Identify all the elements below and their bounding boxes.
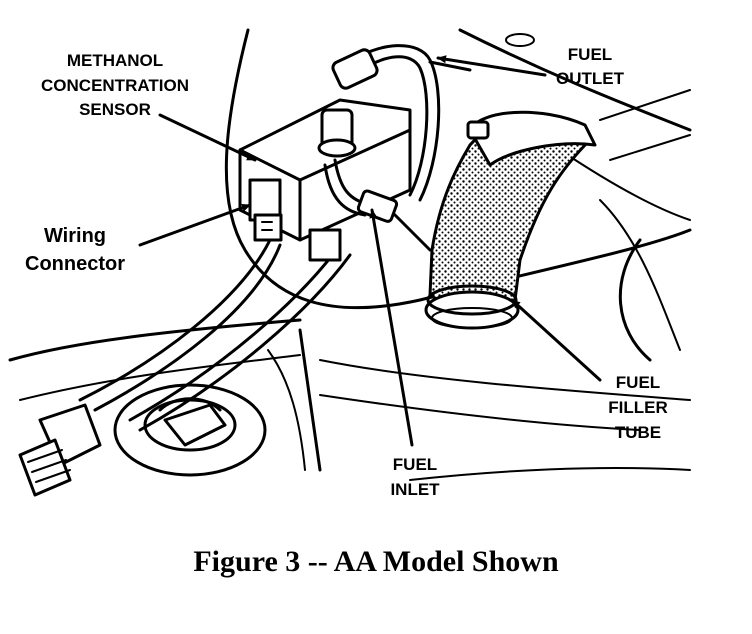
filler-label-line1: FUEL [616,373,660,392]
fuel-inlet-label-line1: FUEL [393,455,437,474]
figure-caption: Figure 3 -- AA Model Shown [193,545,559,578]
fuel-filler-tube [424,110,597,330]
methanol-label-line2: CONCENTRATION [41,76,189,95]
fuel-outlet-label-line1: FUEL [568,45,612,64]
methanol-label-line3: SENSOR [79,100,151,119]
label-methanol-sensor: METHANOL CONCENTRATION SENSOR [41,51,189,119]
label-wiring-connector: Wiring Connector [25,225,125,275]
methanol-sensor-body [238,98,412,262]
fuel-outlet-hose [331,44,472,202]
wiring-label-line2: Connector [25,253,125,275]
fuel-pump-ring [113,383,267,477]
leader-lines [138,55,602,447]
wire-harness [18,238,352,497]
methanol-sensor-arrow [158,113,257,162]
fuel-filler-arrow [510,298,602,382]
filler-label-line2: FILLER [608,398,668,417]
label-fuel-outlet: FUEL OUTLET [556,45,625,88]
fuel-inlet-hose [323,158,432,252]
fuel-outlet-arrow [436,55,547,77]
methanol-label-line1: METHANOL [67,51,163,70]
label-fuel-inlet: FUEL INLET [390,455,440,499]
wiring-connector-arrow [138,203,252,247]
wiring-label-line1: Wiring [44,225,106,247]
fuel-inlet-label-line2: INLET [390,480,440,499]
fuel-outlet-label-line2: OUTLET [556,69,625,88]
fuel-inlet-arrow [369,208,414,447]
label-fuel-filler-tube: FUEL FILLER TUBE [608,373,668,442]
filler-label-line3: TUBE [615,423,661,442]
